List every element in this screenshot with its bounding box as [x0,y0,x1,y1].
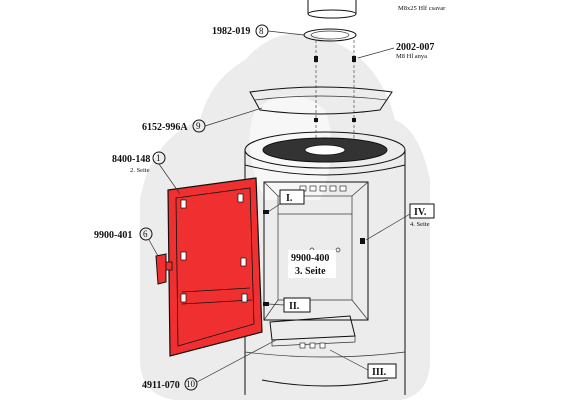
ash-drawer [244,315,406,387]
leader-I [267,203,281,213]
part-6-code: 9900-401 [94,230,132,241]
part-1-sub: 2. Seite [130,167,150,174]
box-I-label: I. [286,193,293,204]
part-1-code: 8400-148 [112,154,150,165]
box-IV-sub: 4. Seite [410,221,430,228]
box-III-label: III. [372,367,387,378]
door-handle [155,253,173,285]
box-IV [409,203,435,219]
box-III [367,363,397,379]
nut-sub: M8 Hl anya [396,53,427,60]
hinge-marks [263,210,365,306]
leader-nut [357,47,395,59]
top-bolt-sub: M8x25 Hlf csavar [398,5,446,12]
leader-6 [148,239,159,257]
part-8-code: 1982-019 [212,26,250,37]
part-10-code: 4911-070 [142,380,180,391]
center-label-bg [288,250,336,278]
center-label-page: 3. Seite [295,266,326,277]
leader-9 [204,107,263,127]
box-II-label: II. [289,301,300,312]
part-9-code: 6152-996A [142,122,188,133]
part-1-num: 1 [156,153,161,163]
box-IV-label: IV. [414,207,427,218]
part-10-num: 10 [186,379,196,389]
leader-10 [196,339,277,383]
top-plate [249,86,393,115]
leader-1 [158,163,181,195]
leader-8 [267,30,305,36]
box-I [279,189,305,205]
part-9-num: 9 [196,121,201,131]
leader-IV [365,213,411,241]
center-label-code: 9900-400 [291,253,329,264]
part-6-circle [139,227,153,241]
leader-II [267,303,285,306]
flue-pipe [307,0,357,19]
part-6-num: 6 [143,229,148,239]
nut-code: 2002-007 [396,42,434,53]
bolt-markers [314,56,356,122]
part-8-num: 8 [259,26,264,36]
part-10-circle [184,377,198,391]
door-highlighted [167,177,263,357]
leader-III [329,349,369,371]
